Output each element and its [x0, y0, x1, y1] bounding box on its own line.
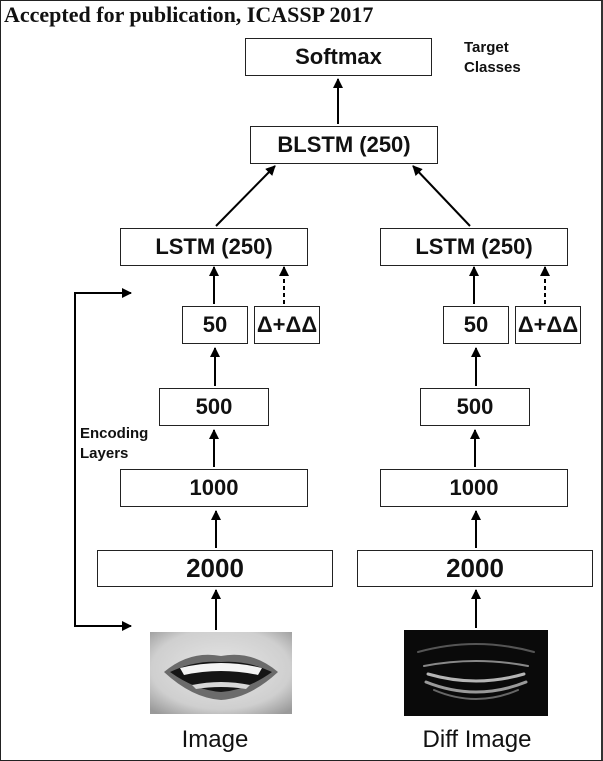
- encoding-label-line1: Encoding: [80, 425, 149, 442]
- diff-image: [404, 630, 548, 716]
- image-caption: Image: [181, 726, 249, 753]
- right-delta-box: Δ+ΔΔ: [515, 306, 581, 344]
- encoding-label-line2: Layers: [80, 445, 129, 462]
- diff-image-caption: Diff Image: [422, 726, 532, 753]
- right-layer-2000: 2000: [357, 550, 593, 587]
- target-label-line1: Target: [464, 39, 509, 56]
- mouth-image: [150, 632, 292, 714]
- left-delta-box: Δ+ΔΔ: [254, 306, 320, 344]
- left-lstm-box: LSTM (250): [120, 228, 308, 266]
- right-lstm-box: LSTM (250): [380, 228, 568, 266]
- blstm-box: BLSTM (250): [250, 126, 438, 164]
- publication-header: Accepted for publication, ICASSP 2017: [4, 2, 374, 27]
- right-layer-500: 500: [420, 388, 530, 426]
- softmax-box: Softmax: [245, 38, 432, 76]
- left-layer-500: 500: [159, 388, 269, 426]
- left-bottleneck-box: 50: [182, 306, 248, 344]
- left-layer-2000: 2000: [97, 550, 333, 587]
- target-label-line2: Classes: [464, 59, 521, 76]
- right-bottleneck-box: 50: [443, 306, 509, 344]
- right-layer-1000: 1000: [380, 469, 568, 507]
- left-layer-1000: 1000: [120, 469, 308, 507]
